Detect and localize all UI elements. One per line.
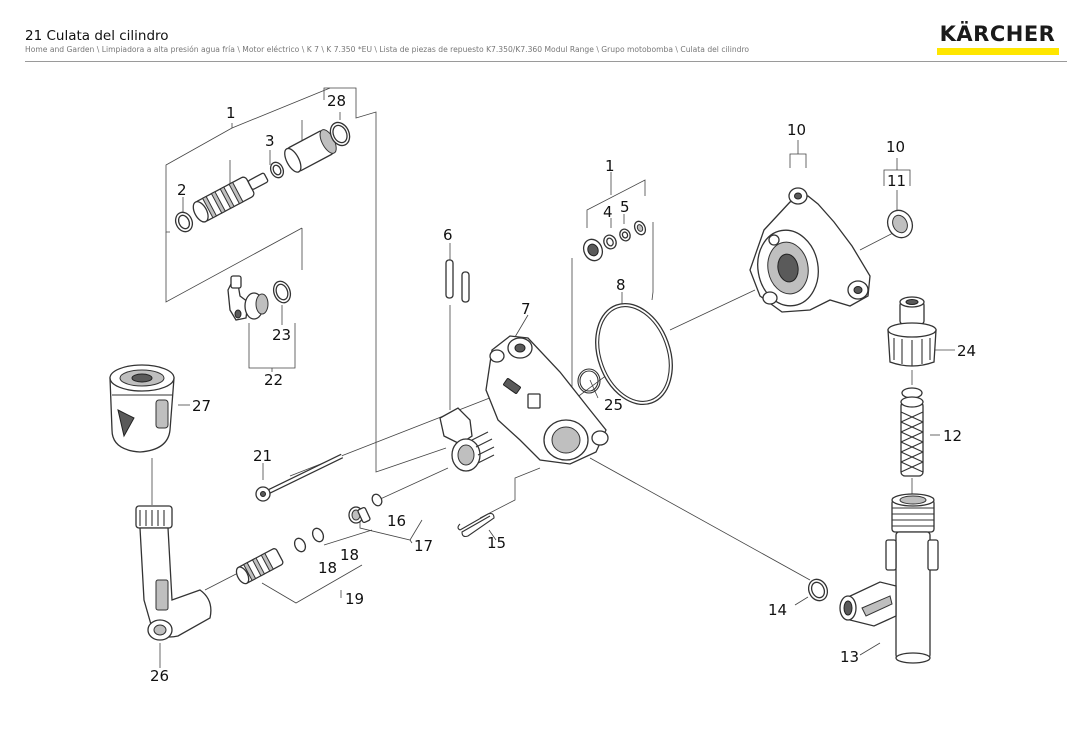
part-1-valve-right (582, 238, 604, 262)
part-15-clip (457, 512, 495, 538)
part-3-oring (269, 161, 285, 179)
part-4-ring (603, 234, 617, 250)
part-13-inlet-pipe (839, 493, 939, 664)
callout-22: 22 (264, 371, 283, 389)
callout-21: 21 (253, 447, 272, 465)
callout-6: 6 (443, 226, 453, 244)
callout-7: 7 (521, 300, 531, 318)
part-12-filter (900, 387, 924, 477)
part-11-seal (886, 209, 914, 239)
callout-13: 13 (840, 648, 859, 666)
page-title: 21 Culata del cilindro (25, 28, 169, 44)
part-5-ring (619, 228, 631, 242)
part-16-oring (371, 493, 383, 507)
callout-28: 28 (327, 92, 346, 110)
breadcrumb[interactable]: Home and Garden \ Limpiadora a alta pres… (25, 45, 750, 54)
part-27-coupling (109, 364, 175, 453)
part-22-fitting (227, 275, 269, 321)
part-19-valve (235, 548, 284, 585)
callout-16: 16 (387, 512, 406, 530)
part-18-orings (293, 527, 325, 553)
part-7-cylinder-head (439, 335, 609, 472)
header-divider (25, 61, 1067, 62)
callout-24: 24 (957, 342, 976, 360)
callout-2: 2 (177, 181, 187, 199)
callout-19: 19 (345, 590, 364, 608)
part-17-valve (348, 506, 371, 524)
page-header: 21 Culata del cilindro Home and Garden \… (0, 0, 1084, 64)
callout-10-left: 10 (787, 121, 806, 139)
callout-17: 17 (414, 537, 433, 555)
callout-18-lower: 18 (318, 559, 337, 577)
part-1-valve-cap (633, 220, 647, 236)
callout-25: 25 (604, 396, 623, 414)
callout-12: 12 (943, 427, 962, 445)
exploded-parts-diagram: 1 28 3 2 23 22 27 26 21 6 7 16 17 18 18 … (109, 87, 976, 685)
part-1-valve-left (192, 172, 269, 223)
callout-8: 8 (616, 276, 626, 294)
part-23-oring (272, 280, 292, 304)
part-10-valve-housing (749, 187, 871, 313)
callout-11: 11 (887, 172, 906, 190)
callout-27: 27 (192, 397, 211, 415)
part-1-sleeve (284, 129, 337, 173)
part-8-large-oring (595, 302, 673, 406)
part-21-screw (255, 453, 344, 502)
callout-1-right: 1 (605, 157, 615, 175)
callout-5: 5 (620, 198, 630, 216)
callout-26: 26 (150, 667, 169, 685)
callout-18-upper: 18 (340, 546, 359, 564)
brand-yellow-bar (937, 48, 1059, 55)
part-6-pins (445, 259, 470, 303)
callout-10-right: 10 (886, 138, 905, 156)
brand-logo: KÄRCHER (936, 22, 1059, 56)
callout-14: 14 (768, 601, 787, 619)
brand-name: KÄRCHER (939, 22, 1056, 46)
part-14-oring (807, 578, 829, 602)
callout-4: 4 (603, 203, 613, 221)
part-24-inlet-connector (887, 296, 937, 367)
callout-15: 15 (487, 534, 506, 552)
callout-23: 23 (272, 326, 291, 344)
part-26-outlet-pipe (135, 505, 212, 641)
callout-3: 3 (265, 132, 275, 150)
callout-1-left: 1 (226, 104, 236, 122)
callout-labels: 1 28 3 2 23 22 27 26 21 6 7 16 17 18 18 … (150, 92, 976, 685)
part-28-oring (329, 121, 351, 147)
part-2-oring (174, 211, 194, 233)
part-25-oring (577, 368, 601, 394)
